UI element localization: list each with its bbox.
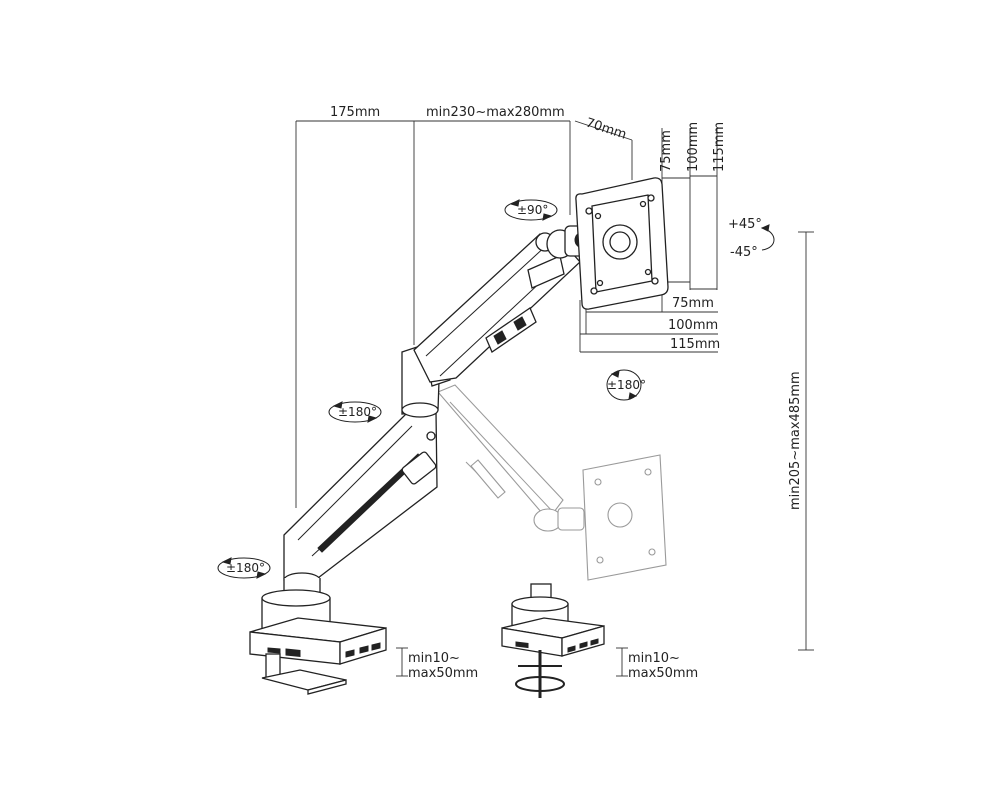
- dimension-vesa-width-100: 100mm: [668, 318, 718, 333]
- rotation-monitor: ±180°: [607, 378, 646, 392]
- dimension-vesa-width-115: 115mm: [670, 337, 720, 352]
- clamp-range-right: [616, 647, 628, 677]
- clamp-base-left: [249, 589, 387, 695]
- rotation-swivel-plate: ±90°: [517, 203, 548, 217]
- rotation-tilt-up: +45°: [728, 217, 762, 232]
- ghost-arm-position: [437, 384, 667, 581]
- grommet-base-right: [501, 583, 605, 698]
- dimension-plate-offset: 70mm: [584, 116, 628, 143]
- monitor-arm-lower-segment: [283, 411, 438, 597]
- top-dimension-lines: [295, 120, 633, 508]
- clamp-range-left: [396, 647, 408, 677]
- rotation-tilt-down: -45°: [730, 245, 758, 260]
- dimension-vesa-height-100: 100mm: [686, 122, 701, 172]
- dimension-vesa-width-75: 75mm: [672, 296, 714, 311]
- rotation-indicator-arm-mid: [328, 401, 382, 423]
- tilt-arrow-head-icon: [760, 224, 770, 232]
- vesa-mounting-plate: [575, 177, 669, 310]
- dimension-vesa-height-115: 115mm: [712, 122, 727, 172]
- rotation-arm-base: ±180°: [226, 561, 265, 575]
- dimension-height-range: min205~max485mm: [788, 371, 803, 510]
- dimension-arm-reach: min230~max280mm: [426, 105, 565, 120]
- clamp-range-left-line1: min10~: [408, 651, 460, 666]
- dimension-arm-depth: 175mm: [330, 105, 380, 120]
- dimension-vesa-height-75: 75mm: [659, 130, 674, 172]
- rotation-indicator-monitor: [606, 369, 642, 401]
- clamp-range-right-line1: min10~: [628, 651, 680, 666]
- clamp-range-right-line2: max50mm: [628, 666, 698, 681]
- clamp-range-left-line2: max50mm: [408, 666, 478, 681]
- height-range-dimension: [798, 231, 814, 651]
- rotation-indicator-arm-base: [217, 557, 271, 579]
- rotation-arm-mid: ±180°: [338, 405, 377, 419]
- monitor-arm-upper-segment: [413, 232, 581, 383]
- rotation-indicator-plate: [504, 199, 558, 221]
